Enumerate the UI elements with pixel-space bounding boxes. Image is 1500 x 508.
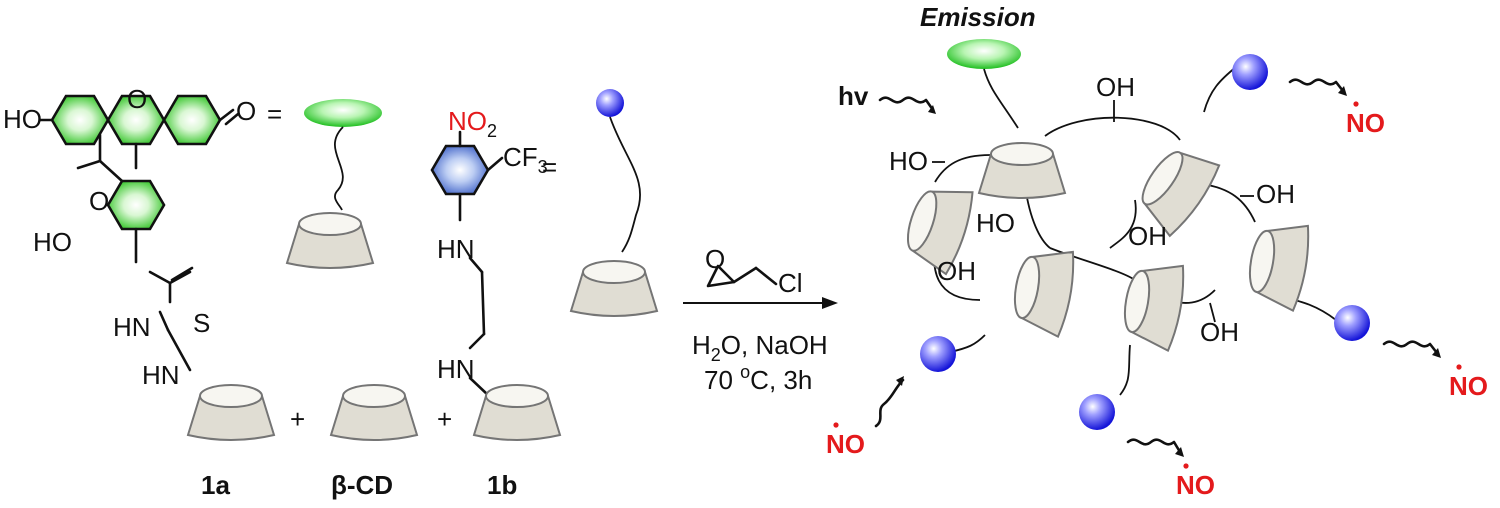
blue-sphere xyxy=(1079,394,1115,430)
fluorescein-structure: HO O O O HO HN S HN xyxy=(3,84,256,390)
thiourea-s-label: S xyxy=(193,308,210,338)
cyclodextrin-icon xyxy=(570,260,658,317)
network-cd-6 xyxy=(1248,224,1310,312)
benzoic-ring xyxy=(106,179,166,231)
epichlorohydrin-structure: O Cl xyxy=(705,244,803,298)
plus-sign-2: + xyxy=(437,404,452,434)
cf3-label: CF3 xyxy=(503,142,548,177)
thiourea-nh1-label: HN xyxy=(113,312,151,342)
green-fluorophore xyxy=(947,39,1021,69)
radical-dot xyxy=(1183,463,1189,469)
release-wave-icon xyxy=(1382,340,1439,355)
hydroxyl-label: OH xyxy=(1200,317,1239,347)
hn-bottom-label: HN xyxy=(437,354,475,384)
radical-dot xyxy=(1456,364,1462,370)
no-radical-label: NO xyxy=(1346,108,1385,138)
conditions-line-2: 70 oC, 3h xyxy=(704,362,812,395)
release-wave-icon xyxy=(1126,438,1182,454)
epoxide-oxygen: O xyxy=(705,244,725,274)
ho-label: HO xyxy=(3,104,42,134)
nitro-ring xyxy=(430,144,490,196)
arrowhead xyxy=(822,297,838,309)
conditions-line-1: H2O, NaOH xyxy=(692,330,828,365)
carboxyl-ho-label: HO xyxy=(33,227,72,257)
blue-sphere xyxy=(920,336,956,372)
no-radical-label: NO xyxy=(1176,470,1215,500)
label-beta-cd: β-CD xyxy=(331,470,393,500)
hydroxyl-label: OH xyxy=(937,256,976,286)
blue-sphere xyxy=(1334,305,1370,341)
cyclodextrin-icon xyxy=(286,212,374,269)
blue-sphere-icon xyxy=(596,89,624,117)
polymer-network: Emission hv xyxy=(826,2,1488,500)
chloro-label: Cl xyxy=(778,268,803,298)
network-cd-4 xyxy=(1013,250,1075,338)
equals-sign-2: = xyxy=(542,152,557,182)
ring-oxygen-label: O xyxy=(127,84,147,114)
carboxyl-o-label: O xyxy=(89,186,109,216)
cyclodextrin-1b xyxy=(473,384,561,441)
hn-top-label: HN xyxy=(437,234,475,264)
linker-tether xyxy=(334,126,344,211)
no2-label: NO2 xyxy=(448,106,497,141)
light-wave-icon xyxy=(878,96,935,112)
blue-sphere xyxy=(1232,54,1268,90)
emission-label: Emission xyxy=(920,2,1036,32)
fluorophore-linker xyxy=(983,68,1019,129)
label-1b: 1b xyxy=(487,470,517,500)
network-cd-2 xyxy=(1141,151,1221,238)
keto-oxygen-label: O xyxy=(236,96,256,126)
network-cd-5 xyxy=(1123,264,1185,352)
label-1a: 1a xyxy=(201,470,230,500)
hv-label: hv xyxy=(838,81,869,111)
hydroxyl-label: OH xyxy=(1096,72,1135,102)
radical-dot xyxy=(833,422,839,428)
green-fluorophore-icon xyxy=(304,99,382,127)
hydroxyl-label: OH xyxy=(1256,179,1295,209)
nitro-aniline-structure: NO2 CF3 HN HN xyxy=(430,106,548,397)
no-radical-label: NO xyxy=(826,429,865,459)
hydroxyl-label: HO xyxy=(889,146,928,176)
network-cd-1 xyxy=(978,142,1066,199)
equals-sign-1: = xyxy=(267,99,282,129)
hydroxyl-label: HO xyxy=(976,208,1015,238)
xanthene-right-ring xyxy=(162,94,222,146)
plus-sign-1: + xyxy=(290,404,305,434)
linker-tether xyxy=(609,116,641,253)
cyclodextrin-beta-cd xyxy=(330,384,418,441)
nitro-legend: = xyxy=(542,89,658,317)
radical-dot xyxy=(1353,101,1359,107)
network-cd-3 xyxy=(906,190,974,276)
release-wave-icon xyxy=(1288,78,1345,93)
reaction-arrow-group: O Cl H2O, NaOH 70 oC, 3h xyxy=(683,244,838,395)
no-radical-label: NO xyxy=(1449,371,1488,401)
cyclodextrin-1a xyxy=(187,384,275,441)
release-wave-icon xyxy=(874,378,905,428)
fluorophore-legend: = xyxy=(267,99,382,269)
hydroxyl-label: OH xyxy=(1128,221,1167,251)
thiourea-nh2-label: HN xyxy=(142,360,180,390)
